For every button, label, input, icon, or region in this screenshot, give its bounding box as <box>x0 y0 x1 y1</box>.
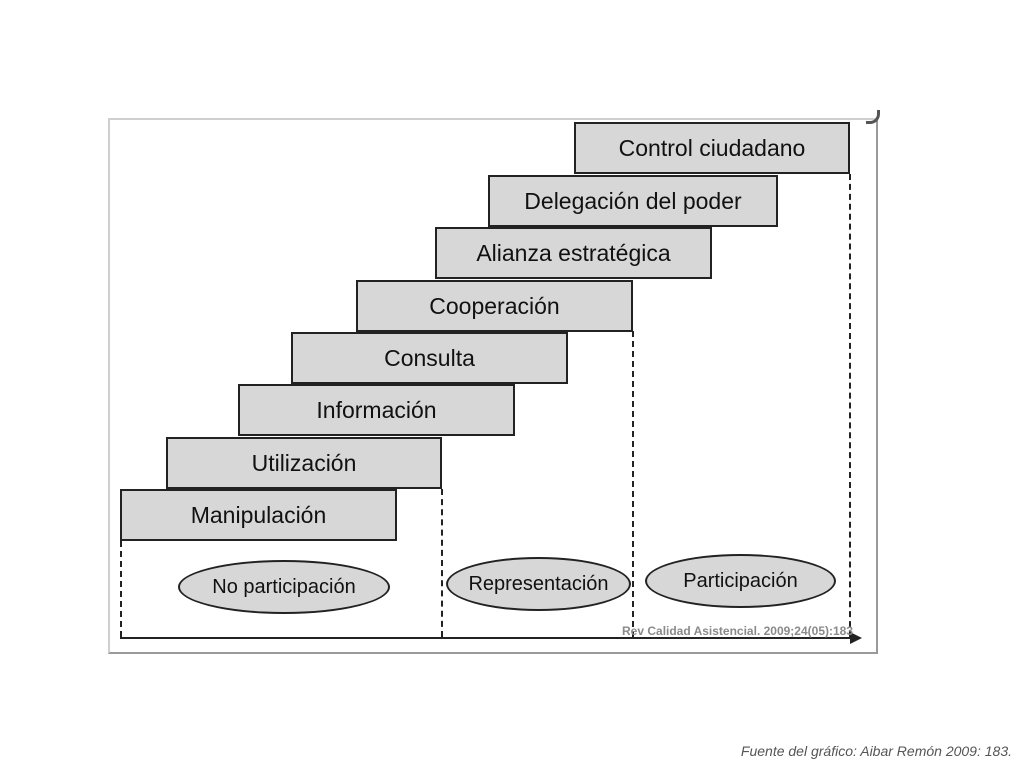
group-representacion: Representación <box>446 557 631 611</box>
step-cooperacion: Cooperación <box>356 280 633 332</box>
journal-citation: Rev Calidad Asistencial. 2009;24(05):183 <box>622 624 854 638</box>
step-alianza-estrategica: Alianza estratégica <box>435 227 712 279</box>
step-utilizacion: Utilización <box>166 437 442 489</box>
step-consulta: Consulta <box>291 332 568 384</box>
group-participacion: Participación <box>645 554 836 608</box>
divider-line-1 <box>441 489 443 637</box>
group-no-participacion: No participación <box>178 560 390 614</box>
divider-line-2 <box>632 331 634 637</box>
arrow-head-icon <box>850 632 862 644</box>
source-note: Fuente del gráfico: Aibar Remón 2009: 18… <box>740 743 1012 759</box>
step-manipulacion: Manipulación <box>120 489 397 541</box>
baseline-axis <box>120 637 852 639</box>
step-informacion: Información <box>238 384 515 436</box>
corner-mark <box>866 110 880 124</box>
divider-line-3 <box>849 174 851 637</box>
divider-line-left <box>120 541 122 637</box>
step-control-ciudadano: Control ciudadano <box>574 122 850 174</box>
step-delegacion-del-poder: Delegación del poder <box>488 175 778 227</box>
